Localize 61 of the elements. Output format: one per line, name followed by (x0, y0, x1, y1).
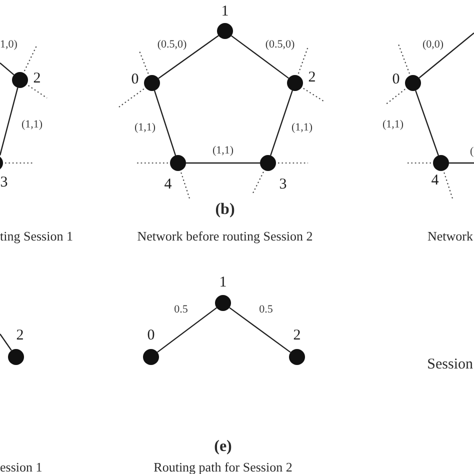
edge-label: 0.5 (259, 304, 273, 316)
link-line (0, 88, 18, 156)
link-line (415, 90, 439, 156)
edge-label: ( (470, 146, 474, 158)
edge-label: (1,1) (21, 120, 43, 130)
node-label: 3 (0, 176, 8, 190)
node-label: 4 (164, 178, 172, 192)
link-line (154, 90, 176, 156)
panel-caption: Network before routing Session 2 (137, 230, 313, 242)
node-label: 0 (392, 72, 400, 88)
link-line (231, 35, 289, 79)
panel-caption: ting Session 1 (0, 230, 73, 242)
link-line (229, 307, 291, 353)
node-label: 2 (33, 72, 41, 86)
edge-label: (1,1) (212, 146, 234, 156)
dotted-line (138, 50, 149, 74)
dotted-line (407, 162, 431, 164)
dotted-line (28, 85, 48, 98)
panel-caption: Network (428, 230, 473, 242)
dotted-line (384, 88, 406, 106)
panel-letter: (b) (215, 202, 235, 218)
node-label: 0 (131, 72, 139, 88)
edge-label: (0.5,0) (157, 40, 187, 50)
link-line (418, 32, 474, 78)
link-line (157, 307, 217, 353)
dotted-line (303, 88, 326, 102)
link-line (449, 162, 474, 164)
node-label: 0 (147, 328, 155, 344)
panel-caption: Session (427, 358, 473, 372)
dotted-line (118, 88, 144, 108)
panel-caption: ession 1 (0, 460, 42, 474)
link-line (0, 334, 12, 351)
node-label: 4 (431, 174, 439, 188)
edge-label: (1,1) (134, 122, 156, 134)
edge-label: 0.5 (174, 304, 188, 316)
link-line (158, 35, 219, 79)
node-label: 1 (219, 276, 227, 290)
dotted-line (5, 162, 33, 164)
edge-label: (0.5,0) (265, 40, 295, 50)
edge-label: (0,0) (422, 40, 444, 50)
panel-letter: (e) (214, 439, 232, 455)
dotted-line (180, 172, 191, 200)
dotted-line (24, 44, 38, 72)
edge-label: (1,1) (291, 122, 313, 134)
dotted-line (252, 172, 264, 194)
dotted-line (298, 46, 309, 74)
node-label: 1 (221, 4, 229, 20)
dotted-line (444, 172, 454, 200)
link-line (0, 62, 14, 76)
dotted-line (278, 162, 308, 164)
dotted-line (135, 162, 168, 164)
link-line (270, 90, 293, 156)
node-label: 3 (279, 178, 287, 192)
node-label: 2 (308, 70, 316, 86)
node-label: 2 (16, 328, 24, 344)
edge-label: (1,1) (382, 120, 404, 130)
edge-label: 1,0) (0, 40, 18, 50)
dotted-line (397, 42, 410, 74)
panel-caption: Routing path for Session 2 (154, 460, 292, 474)
link-line (186, 162, 260, 164)
node-label: 2 (293, 328, 301, 344)
